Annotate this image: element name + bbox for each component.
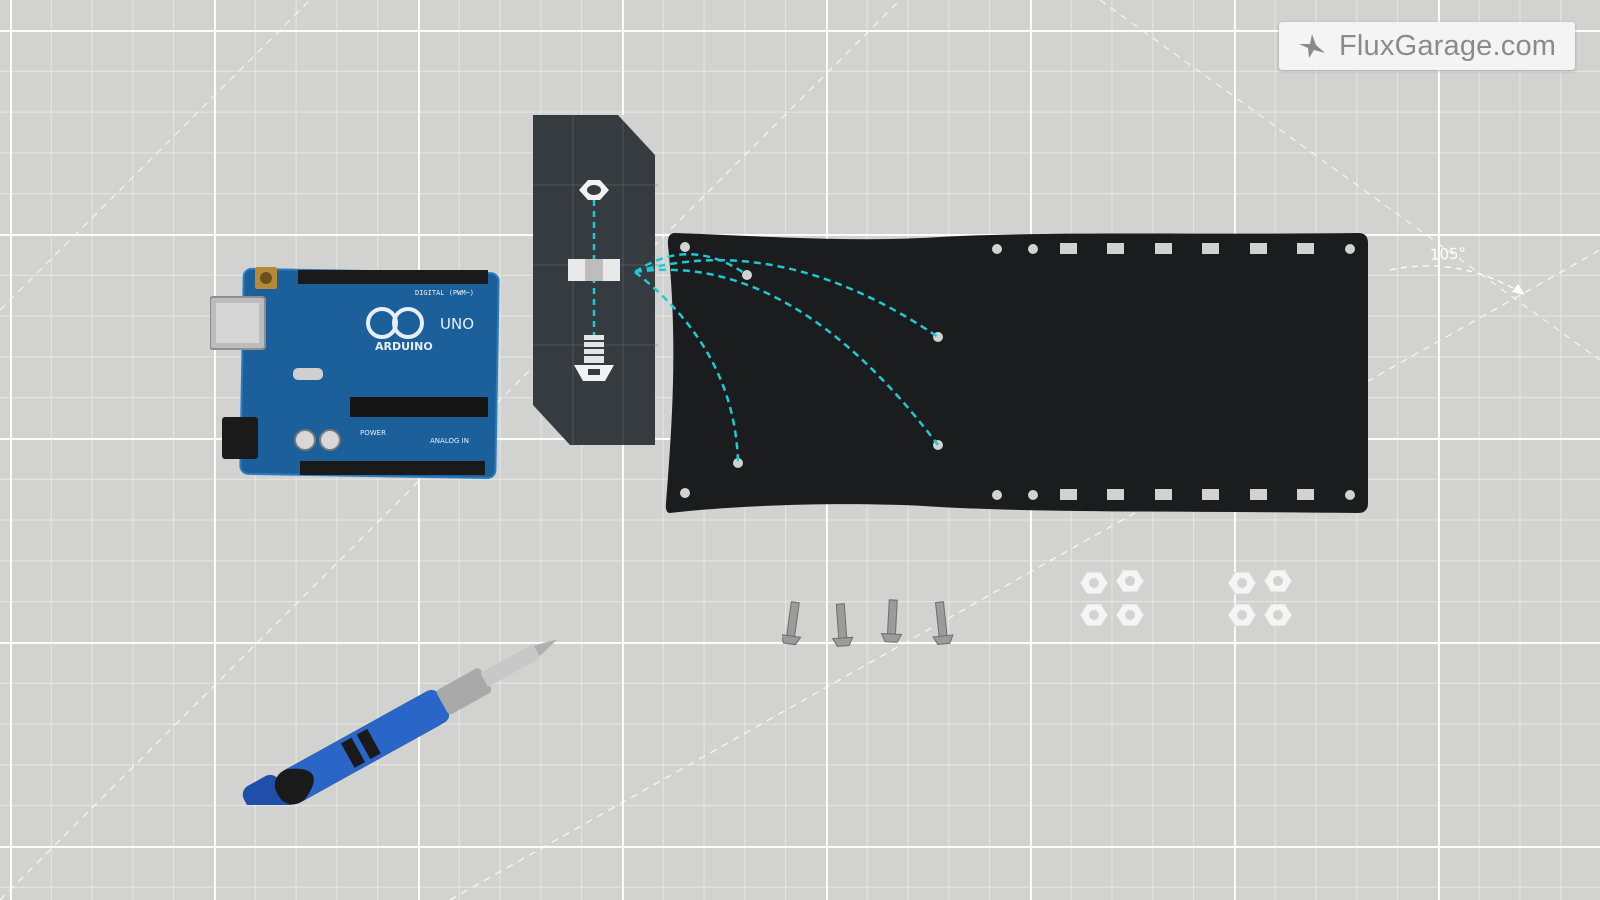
hex-nut-icon: [579, 180, 609, 200]
screwdriver: [242, 639, 558, 805]
board-analog-label: ANALOG IN: [430, 437, 469, 445]
board-brand-text: ARDUINO: [375, 340, 433, 353]
flux-logo-icon: [1299, 34, 1325, 58]
brand-watermark: FluxGarage.com: [1279, 22, 1575, 70]
board-model-text: UNO: [440, 315, 474, 333]
arduino-uno-board: UNO ARDUINO DIGITAL (PWM~) POWER ANALOG …: [210, 267, 500, 480]
countersunk-screw-icon: [574, 335, 614, 381]
nylon-hex-nuts: [1080, 569, 1293, 627]
assembly-legend-panel: [533, 115, 658, 445]
countersunk-screws: [782, 599, 954, 647]
mat-angle-label: 105°: [1429, 244, 1467, 264]
spacer-icon: [568, 259, 620, 281]
acrylic-base-plate: [665, 233, 1368, 513]
board-digital-label: DIGITAL (PWM~): [415, 289, 474, 297]
brand-name: FluxGarage.com: [1339, 29, 1557, 62]
plate-slots: [1060, 243, 1314, 500]
board-power-label: POWER: [360, 429, 386, 437]
